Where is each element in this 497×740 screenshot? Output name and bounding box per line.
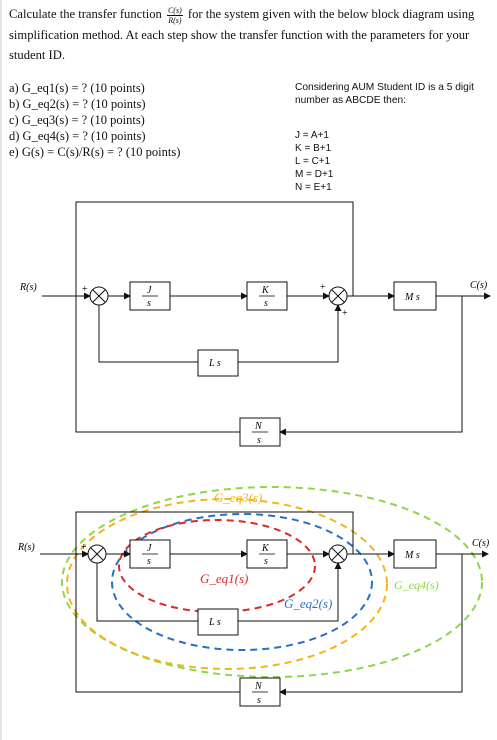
- plus-sign: +: [81, 542, 87, 553]
- block-j-over-s: [129, 539, 171, 569]
- input-label: R(s): [17, 542, 35, 553]
- label-geq2: G_eq2(s): [284, 596, 332, 611]
- j-denominator: s: [147, 298, 151, 309]
- question-item: b) G_eq2(s) = ? (10 points): [9, 96, 269, 112]
- question-item: c) G_eq3(s) = ? (10 points): [9, 112, 269, 128]
- k-numerator: K: [261, 285, 270, 296]
- rule-m: M = D+1: [295, 169, 334, 180]
- question-letter: c): [9, 113, 19, 127]
- question-text: G_eq2(s) = ? (10 points): [22, 97, 146, 111]
- n-numerator: N: [254, 421, 263, 432]
- ellipse-eq2: [111, 513, 373, 651]
- fraction-denominator: R(s): [168, 15, 182, 25]
- input-label: R(s): [19, 282, 37, 293]
- question-letter: b): [9, 97, 20, 111]
- label-geq3: G_eq3(s): [214, 490, 262, 505]
- question-item: d) G_eq4(s) = ? (10 points): [9, 128, 269, 144]
- question-letter: e): [9, 145, 19, 159]
- ellipse-eq1: [118, 519, 316, 613]
- j-denominator: s: [147, 556, 151, 567]
- block-l-s: [197, 608, 239, 636]
- m-s-label: M s: [404, 292, 420, 303]
- parameter-rules: J = A+1 K = B+1 L = C+1 M = D+1 N = E+1: [295, 129, 333, 194]
- l-s-label: L s: [208, 358, 221, 369]
- fraction-numerator: C(s): [166, 5, 183, 16]
- j-numerator: J: [147, 285, 152, 296]
- label-geq4: G_eq4(s): [394, 578, 439, 592]
- label-geq1: G_eq1(s): [200, 571, 248, 586]
- problem-statement: Calculate the transfer function C(s) R(s…: [9, 4, 497, 65]
- plus-sign: +: [320, 282, 326, 293]
- plus-sign: +: [342, 308, 348, 319]
- question-item: e) G(s) = C(s)/R(s) = ? (10 points): [9, 144, 269, 160]
- n-denominator: s: [257, 695, 261, 706]
- question-letter: a): [9, 81, 19, 95]
- output-label: C(s): [470, 280, 488, 291]
- block-m-s: [393, 539, 437, 569]
- student-id-note: Considering AUM Student ID is a 5 digit …: [295, 82, 474, 106]
- question-letter: d): [9, 129, 20, 143]
- rule-k: K = B+1: [295, 143, 332, 154]
- output-label: C(s): [472, 538, 490, 549]
- rule-l: L = C+1: [295, 156, 331, 167]
- j-numerator: J: [147, 543, 152, 554]
- question-text: G(s) = C(s)/R(s) = ? (10 points): [21, 145, 181, 159]
- question-list: a) G_eq1(s) = ? (10 points) b) G_eq2(s) …: [9, 80, 269, 160]
- ellipse-eq4: [61, 486, 483, 678]
- rule-n: N = E+1: [295, 182, 332, 193]
- intro-text-2: for the system given with the below bloc…: [9, 7, 475, 62]
- l-s-label: L s: [208, 617, 221, 628]
- k-denominator: s: [264, 298, 268, 309]
- n-numerator: N: [254, 681, 263, 692]
- block-l-s: [197, 349, 239, 377]
- rule-j: J = A+1: [295, 130, 329, 141]
- m-s-label: M s: [404, 550, 420, 561]
- transfer-fraction: C(s) R(s): [166, 5, 183, 25]
- question-item: a) G_eq1(s) = ? (10 points): [9, 80, 269, 96]
- question-text: G_eq1(s) = ? (10 points): [21, 81, 145, 95]
- question-text: G_eq4(s) = ? (10 points): [22, 129, 146, 143]
- question-text: G_eq3(s) = ? (10 points): [21, 113, 145, 127]
- k-denominator: s: [264, 556, 268, 567]
- intro-text-1: Calculate the transfer function: [9, 7, 162, 21]
- ellipse-eq3: [66, 498, 388, 670]
- k-numerator: K: [261, 543, 270, 554]
- plus-sign: +: [82, 284, 88, 295]
- n-denominator: s: [257, 435, 261, 446]
